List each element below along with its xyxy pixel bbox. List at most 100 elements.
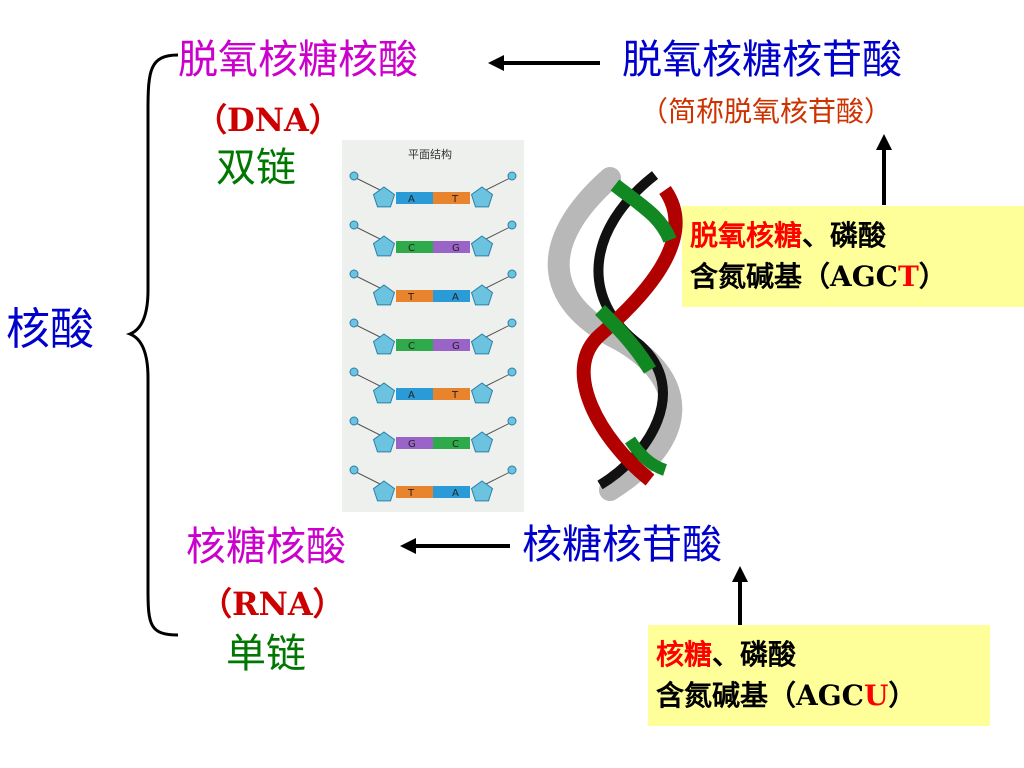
base-right [433,192,470,204]
base-left [396,486,433,498]
dna-abbr: （DNA） [195,101,341,139]
rna-components-rest: 、磷酸 [712,638,797,671]
base-letter-right: T [451,390,459,401]
phosphate-right [507,318,517,328]
base-right [433,388,470,400]
rna-base-suffix: ） [888,678,917,712]
base-letter-left: A [408,390,415,401]
sugar-left [372,431,396,453]
arrow-head-up-rna [732,566,748,582]
backbone-link-right [485,226,511,240]
base-left [396,339,433,351]
rna-special-base: U [863,678,889,712]
sugar-right [470,284,494,306]
phosphate-left [349,269,359,279]
base-right [433,437,470,449]
sugar-left [372,284,396,306]
phosphate-left [349,318,359,328]
sugar-right [470,431,494,453]
helix-strand-green-2 [595,305,657,374]
sugar-left [372,382,396,404]
arrow-head-rna [400,538,416,554]
base-letter-right: C [452,439,459,450]
backbone-link-right [485,177,511,191]
figure-caption: 平面结构 [408,148,452,161]
dna-strand: 双链 [216,145,296,191]
phosphate-right [507,171,517,181]
rna-sugar: 核糖 [656,638,713,671]
base-left [396,241,433,253]
sugar-left [372,186,396,208]
base-letter-right: G [452,341,460,352]
base-left [396,437,433,449]
rna-name: 核糖核酸 [186,524,346,570]
dna-components-line2: 含氮碱基（AGCT） [690,257,1016,298]
phosphate-right [507,269,517,279]
base-right [433,241,470,253]
phosphate-right [507,220,517,230]
arrow-head-dna [488,55,504,71]
phosphate-left [349,220,359,230]
backbone-link-left [355,177,381,191]
helix-strand-green [610,179,677,243]
base-right [433,290,470,302]
title-nucleic-acid: 核酸 [6,304,94,355]
base-letter-left: T [407,488,415,499]
phosphate-right [507,465,517,475]
helix-group [547,167,683,501]
sugar-left [372,235,396,257]
backbone-link-left [355,226,381,240]
dna-sugar: 脱氧核糖 [690,219,803,252]
rna-abbr: （RNA） [200,585,345,623]
backbone-link-right [485,471,511,485]
base-letter-left: T [407,292,415,303]
dna-monomer-short: （简称脱氧核苷酸） [640,95,893,128]
dna-components-line1: 脱氧核糖、磷酸 [690,216,1016,257]
backbone-link-right [485,373,511,387]
base-letter-right: A [452,488,459,499]
sugar-right [470,235,494,257]
phosphate-left [349,416,359,426]
rna-base-prefix: 含氮碱基（AGC [656,678,864,712]
backbone-link-left [355,275,381,289]
rna-components-line1: 核糖、磷酸 [656,635,982,676]
arrow-head-up-dna [876,134,892,150]
base-letter-left: C [408,243,415,254]
phosphate-left [349,171,359,181]
base-letter-left: C [408,341,415,352]
base-left [396,290,433,302]
rna-components-line2: 含氮碱基（AGCU） [656,676,982,717]
dna-base-suffix: ） [918,259,947,293]
backbone-link-left [355,422,381,436]
sugar-right [470,333,494,355]
phosphate-left [349,367,359,377]
base-letter-right: G [452,243,460,254]
left-brace [125,53,179,637]
helix-strand-green-3 [625,436,668,476]
backbone-link-left [355,471,381,485]
sugar-left [372,333,396,355]
backbone-link-right [485,275,511,289]
rna-components-box: 核糖、磷酸 含氮碱基（AGCU） [648,625,990,727]
phosphate-right [507,416,517,426]
phosphate-right [507,367,517,377]
dna-name: 脱氧核糖核酸 [178,37,418,83]
base-letter-right: A [452,292,459,303]
backbone-link-right [485,324,511,338]
phosphate-left [349,465,359,475]
dna-monomer: 脱氧核糖核苷酸 [622,37,902,83]
sugar-left [372,480,396,502]
backbone-link-right [485,422,511,436]
base-right [433,486,470,498]
sugar-right [470,186,494,208]
dna-components-box: 脱氧核糖、磷酸 含氮碱基（AGCT） [682,206,1024,308]
base-letter-left: A [408,194,415,205]
rna-monomer: 核糖核苷酸 [522,522,722,568]
base-right [433,339,470,351]
backbone-link-left [355,324,381,338]
base-letter-left: G [408,439,416,450]
